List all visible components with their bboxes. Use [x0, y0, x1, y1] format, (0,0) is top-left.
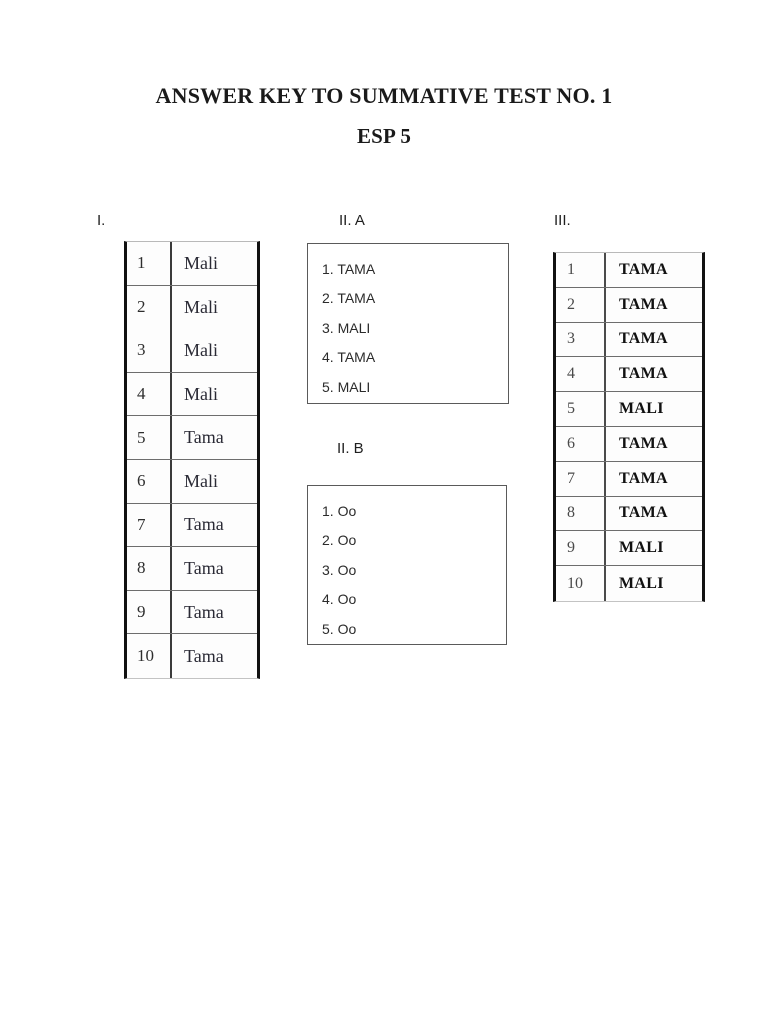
table-row: 4 TAMA [556, 357, 702, 393]
row-number: 9 [556, 531, 606, 566]
table-row: 9 Tama [127, 590, 257, 635]
section-label-three: III. [554, 212, 571, 229]
table-row: 3 TAMA [556, 322, 702, 358]
row-number: 8 [556, 496, 606, 531]
list-item: 1. Oo [322, 503, 357, 519]
row-answer: Tama [184, 645, 224, 666]
row-answer: TAMA [619, 295, 668, 313]
row-answer: Mali [184, 339, 218, 360]
table-row: 6 TAMA [556, 426, 702, 462]
section-label-one: I. [97, 212, 106, 229]
row-answer: Tama [184, 514, 224, 535]
table-row: 8 Tama [127, 547, 257, 591]
row-answer: TAMA [619, 434, 668, 452]
row-answer: TAMA [619, 504, 668, 522]
table-row: 5 MALI [556, 392, 702, 427]
section-label-two-a: II. A [339, 212, 365, 229]
row-answer: Tama [184, 601, 224, 622]
row-answer: Tama [184, 557, 224, 578]
row-number: 2 [127, 285, 172, 330]
row-number: 3 [127, 329, 172, 372]
table-row: 1 Mali [127, 242, 257, 286]
row-number: 6 [127, 459, 172, 503]
row-number: 4 [127, 372, 172, 416]
table-row: 3 Mali [127, 329, 257, 373]
row-answer: Mali [184, 296, 218, 317]
table-row: 7 TAMA [556, 461, 702, 497]
table-row: 2 Mali [127, 285, 257, 330]
list-item: 2. Oo [322, 532, 357, 549]
row-number: 7 [127, 503, 172, 547]
table-row: 1 TAMA [556, 253, 702, 288]
row-number: 4 [556, 357, 606, 392]
table-row: 5 Tama [127, 416, 257, 460]
row-answer: Mali [184, 383, 218, 404]
table-row: 7 Tama [127, 503, 257, 548]
page-subtitle: ESP 5 [356, 124, 412, 148]
row-number: 5 [556, 392, 606, 426]
row-answer: MALI [619, 400, 664, 418]
row-number: 10 [556, 566, 606, 601]
row-number: 3 [556, 322, 606, 357]
row-answer: Tama [184, 427, 224, 448]
row-answer: MALI [619, 574, 664, 592]
section-label-two-b: II. B [337, 440, 364, 457]
page-title: ANSWER KEY TO SUMMATIVE TEST NO. 1 [155, 83, 613, 108]
list-item: 1. TAMA [322, 261, 376, 277]
answer-box-section-two-a: 1. TAMA 2. TAMA 3. MALI 4. TAMA 5. MALI [307, 243, 509, 404]
row-answer: TAMA [619, 260, 668, 278]
table-row: 9 MALI [556, 531, 702, 567]
list-item: 4. Oo [322, 591, 357, 608]
list-item: 2. TAMA [322, 290, 376, 307]
row-number: 6 [556, 426, 606, 461]
answer-box-section-two-b: 1. Oo 2. Oo 3. Oo 4. Oo 5. Oo [307, 485, 507, 645]
row-number: 7 [556, 461, 606, 496]
row-answer: Mali [184, 470, 218, 491]
row-number: 8 [127, 547, 172, 590]
list-item: 5. Oo [322, 620, 357, 637]
row-number: 10 [127, 634, 172, 678]
row-number: 5 [127, 416, 172, 459]
row-number: 2 [556, 287, 606, 322]
row-answer: TAMA [619, 365, 668, 383]
table-row: 2 TAMA [556, 287, 702, 323]
table-row: 6 Mali [127, 459, 257, 504]
table-row: 4 Mali [127, 372, 257, 417]
table-row: 8 TAMA [556, 496, 702, 532]
answer-table-section-one: 1 Mali 2 Mali 3 Mali 4 Mali 5 Tama 6 Mal… [124, 241, 260, 679]
list-item: 5. MALI [322, 378, 371, 395]
list-item: 3. MALI [322, 319, 371, 336]
row-number: 1 [556, 253, 606, 287]
list-item: 4. TAMA [322, 349, 376, 366]
row-answer: TAMA [619, 330, 668, 348]
row-number: 1 [127, 242, 172, 285]
table-row: 10 Tama [127, 634, 257, 678]
row-answer: Mali [184, 252, 218, 273]
answer-table-section-three: 1 TAMA 2 TAMA 3 TAMA 4 TAMA 5 MALI 6 TAM… [553, 252, 705, 602]
list-item: 3. Oo [322, 561, 357, 578]
table-row: 10 MALI [556, 566, 702, 601]
row-answer: MALI [619, 539, 664, 557]
row-number: 9 [127, 590, 172, 634]
row-answer: TAMA [619, 469, 668, 487]
